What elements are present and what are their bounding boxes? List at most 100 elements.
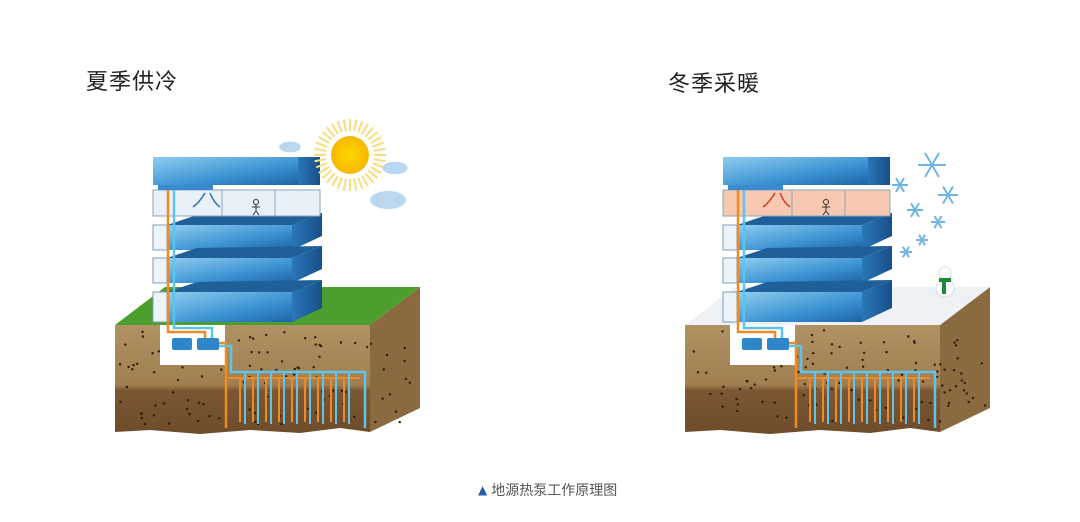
building-window-frame — [722, 257, 738, 284]
soil-particle — [254, 420, 257, 424]
soil-particle — [811, 362, 815, 365]
soil-particle — [745, 379, 748, 383]
person-icon-body — [252, 205, 260, 216]
soil-particle — [902, 416, 905, 419]
soil-particle — [936, 370, 939, 373]
sun-ray — [326, 126, 336, 138]
soil-particle — [933, 363, 936, 366]
cold-pipe — [172, 190, 214, 338]
soil-particle — [136, 362, 139, 365]
soil-particle — [943, 391, 946, 394]
sun-ray — [373, 147, 386, 152]
sun-ray — [342, 119, 347, 132]
soil-particle — [761, 400, 764, 403]
soil-particle — [900, 373, 904, 376]
building-floor-top — [737, 280, 892, 292]
soil-particle — [132, 363, 135, 367]
soil-particle — [803, 382, 806, 386]
soil-particle — [275, 368, 278, 372]
soil-particle — [845, 366, 849, 369]
soil-particle — [382, 368, 385, 371]
soil-particle — [954, 344, 958, 347]
soil-particle — [266, 351, 269, 354]
sun-ray — [364, 172, 374, 184]
building-window-frame — [152, 224, 168, 251]
soil-particle — [914, 407, 918, 411]
soil-particle — [208, 415, 211, 418]
soil-particle — [127, 365, 130, 369]
cold-pipe — [742, 190, 784, 338]
sun-ray — [326, 172, 336, 184]
soil-particle — [296, 366, 299, 369]
soil-particle — [861, 358, 864, 362]
soil-particle — [956, 357, 959, 360]
soil-particle — [857, 398, 860, 401]
heat-pump-unit — [172, 338, 192, 350]
sun-ray — [372, 141, 385, 148]
soil-particle — [914, 361, 918, 365]
soil-particle — [938, 420, 942, 423]
soil-particle — [720, 392, 723, 395]
soil-particle — [954, 385, 958, 388]
building-roof-side — [298, 157, 320, 185]
person-icon-body — [822, 205, 830, 216]
hot-pipe — [166, 190, 207, 338]
soil-particle — [125, 385, 129, 389]
soil-particle — [200, 375, 204, 378]
sun-ray — [370, 136, 382, 144]
sun-ray — [357, 177, 364, 190]
soil-particle — [780, 365, 783, 368]
soil-particle — [939, 363, 942, 366]
soil-particle — [398, 420, 401, 424]
soil-particle — [248, 364, 252, 367]
building-floor-2 — [737, 225, 862, 250]
snowflake-icon — [895, 177, 905, 193]
soil-particle — [167, 422, 171, 425]
sun-ray — [336, 177, 343, 190]
soil-particle — [886, 368, 889, 372]
soil-particle — [154, 404, 157, 407]
soil-particle — [119, 400, 122, 403]
cold-pipe — [789, 344, 937, 428]
soil-particle — [353, 415, 356, 419]
soil-particle — [202, 403, 205, 406]
snowflake-icon — [942, 185, 954, 205]
soil-particle — [921, 380, 925, 383]
building-floor-top — [167, 280, 322, 292]
soil-particle — [260, 368, 263, 371]
soil-particle — [885, 350, 888, 354]
soil-particle — [141, 335, 145, 338]
cold-pipe — [219, 344, 367, 428]
soil-particle — [869, 399, 872, 402]
building-floor-side — [292, 280, 322, 322]
soil-particle — [172, 391, 175, 394]
soil-particle — [381, 397, 384, 400]
sun-ray — [321, 169, 333, 179]
soil-particle — [141, 330, 144, 334]
soil-particle — [319, 344, 323, 348]
soil-particle — [971, 396, 975, 400]
soil-particle — [176, 378, 180, 382]
soil-particle — [344, 390, 347, 394]
soil-side-face — [370, 287, 420, 432]
building-window-frame — [152, 257, 168, 284]
snowman-scarf-tail — [942, 282, 946, 294]
soil-particle — [773, 369, 777, 372]
sun-ray — [314, 147, 327, 152]
soil-particle — [181, 366, 184, 369]
soil-particle — [218, 417, 221, 420]
cloud-icon — [279, 141, 301, 153]
sun-ray — [353, 119, 358, 132]
sun-ray — [318, 166, 330, 174]
sun-ray — [373, 158, 386, 163]
building-floor-3 — [737, 258, 862, 283]
soil-particle — [709, 392, 712, 396]
soil-particle — [341, 389, 344, 392]
soil-particle — [980, 362, 983, 365]
soil-particle — [965, 392, 968, 395]
soil-particle — [773, 401, 776, 404]
soil-particle — [884, 406, 887, 409]
soil-particle — [822, 329, 826, 332]
soil-particle — [696, 371, 700, 374]
